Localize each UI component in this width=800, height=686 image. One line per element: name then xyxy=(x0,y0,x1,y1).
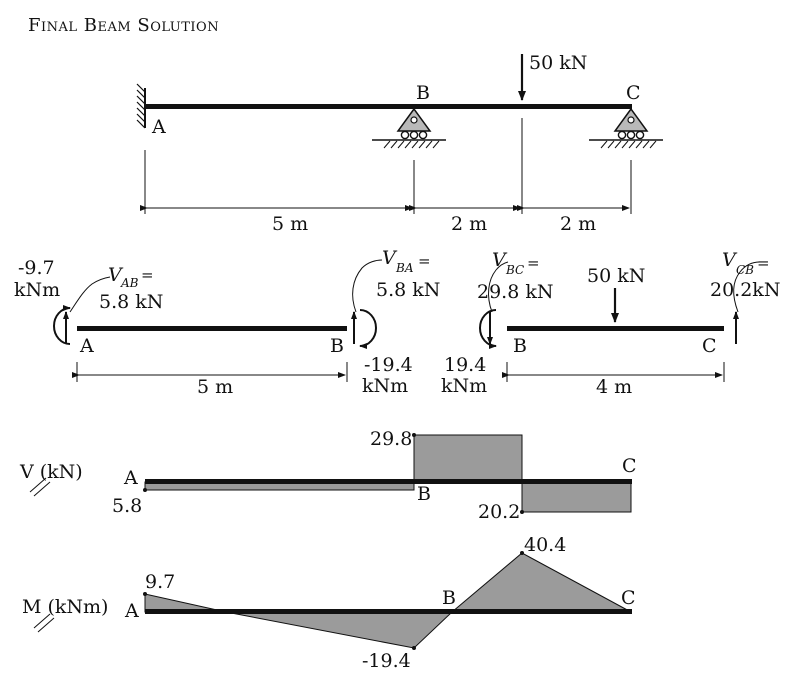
dim-label-b-load: 2 m xyxy=(451,213,487,235)
fbd-ab-shear-a-sub: AB xyxy=(120,276,139,290)
shear-axis-label-mark xyxy=(29,477,47,493)
fbd-bc-shear-c-value: 20.2kN xyxy=(710,279,780,301)
moment-axis-label: M (kNm) xyxy=(22,596,108,618)
dimension-extension-lines xyxy=(144,118,632,214)
fbd-ab-beam xyxy=(77,326,347,331)
shear-region-load-c xyxy=(521,481,632,513)
point-a-label: A xyxy=(151,116,166,138)
fbd-bc-shear-b-leader xyxy=(488,261,509,313)
moment-label-b: B xyxy=(442,587,456,609)
moment-label-a: A xyxy=(124,600,139,622)
shear-value-b: 29.8 xyxy=(370,428,412,450)
fbd-bc-moment-b-unit: kNm xyxy=(441,375,487,397)
fbd-ab-span-label: 5 m xyxy=(197,376,233,398)
fbd-bc-shear-c-symbol: V xyxy=(722,249,738,271)
roller-support-c xyxy=(589,107,663,149)
fbd-ab-moment-a-value: -9.7 xyxy=(18,257,55,279)
fbd-ab-moment-b-arrow xyxy=(359,309,377,349)
fbd-bc-shear-c-sub: CB xyxy=(736,263,754,277)
fbd-bc-span-label: 4 m xyxy=(596,376,632,398)
moment-axis-label-mark xyxy=(33,613,51,629)
fixed-support-hatch xyxy=(136,83,146,129)
moment-axis xyxy=(145,609,632,614)
dim-label-load-c: 2 m xyxy=(560,213,596,235)
fbd-ab-label-a: A xyxy=(79,335,94,357)
fbd-bc-shear-b-sub: BC xyxy=(505,263,524,277)
fbd-bc-shear-b-value: 29.8 kN xyxy=(477,281,553,303)
fbd-ab-shear-b-eq: = xyxy=(418,252,431,270)
fbd-bc-shear-c-eq: = xyxy=(757,254,770,272)
fbd-ab-shear-a-value: 5.8 kN xyxy=(99,291,163,313)
fbd-ab-shear-a-eq: = xyxy=(141,266,154,284)
moment-region-negative xyxy=(225,611,454,649)
fbd-bc-moment-b-arrow xyxy=(479,309,497,349)
fbd-ab-moment-b-unit: kNm xyxy=(362,375,408,397)
fbd-bc-shear-b-eq: = xyxy=(527,254,540,272)
point-b-label: B xyxy=(416,82,430,104)
moment-label-c: C xyxy=(621,587,636,609)
fbd-ab-shear-b-sub: BA xyxy=(395,261,414,275)
fbd-bc-load-label: 50 kN xyxy=(587,265,645,287)
shear-diagram: V (kN) A B C 5.8 29.8 20.2 xyxy=(19,428,637,523)
fbd-bc-label-c: C xyxy=(702,335,717,357)
fbd-bc-moment-b-value: 19.4 xyxy=(444,354,486,376)
moment-value-b: -19.4 xyxy=(362,650,411,672)
point-load-label: 50 kN xyxy=(529,52,587,74)
fbd-ab-shear-b-leader xyxy=(352,259,383,313)
shear-value-c: 20.2 xyxy=(478,501,520,523)
fbd-ab-moment-a-arrow xyxy=(53,305,71,345)
fbd-ab-shear-b-value: 5.8 kN xyxy=(376,279,440,301)
fbd-bc-beam xyxy=(507,326,724,331)
shear-value-a: 5.8 xyxy=(112,495,142,517)
moment-value-a: 9.7 xyxy=(145,571,175,593)
fbd-bc-label-b: B xyxy=(513,335,527,357)
moment-region-positive xyxy=(450,552,632,613)
moment-diagram: M (kNm) A B C 9.7 -19.4 40.4 xyxy=(22,534,636,672)
fbd-bc-shear-c-leader xyxy=(733,261,761,313)
fbd-ab-moment-b-value: -19.4 xyxy=(364,354,413,376)
page-title: Final Beam Solution xyxy=(28,15,219,36)
moment-value-max: 40.4 xyxy=(524,534,566,556)
shear-label-a: A xyxy=(123,467,138,489)
fbd-bc-shear-b-symbol: V xyxy=(492,249,508,271)
main-beam xyxy=(145,104,632,109)
fbd-ab-shear-a-leader xyxy=(69,276,111,313)
fbd-ab-label-b: B xyxy=(330,335,344,357)
shear-label-c: C xyxy=(622,455,637,477)
point-c-label: C xyxy=(626,82,641,104)
fbd-ab-shear-a-symbol: V xyxy=(108,264,124,286)
roller-support-b xyxy=(372,107,446,149)
shear-axis-label: V (kN) xyxy=(19,461,83,483)
shear-axis xyxy=(145,479,632,484)
dim-label-ab: 5 m xyxy=(272,213,308,235)
fbd-segment-ab: -9.7 kNm V AB = 5.8 kN A B V BA = 5.8 kN… xyxy=(14,247,440,398)
shear-region-b-load xyxy=(413,434,523,483)
fbd-ab-moment-a-unit: kNm xyxy=(14,279,60,301)
fbd-ab-shear-b-symbol: V xyxy=(382,247,398,269)
main-beam-group: A B C xyxy=(136,52,663,235)
fbd-segment-bc: V BC = 29.8 kN 19.4 kNm B C 50 kN V CB =… xyxy=(441,249,780,398)
shear-label-b: B xyxy=(417,483,431,505)
